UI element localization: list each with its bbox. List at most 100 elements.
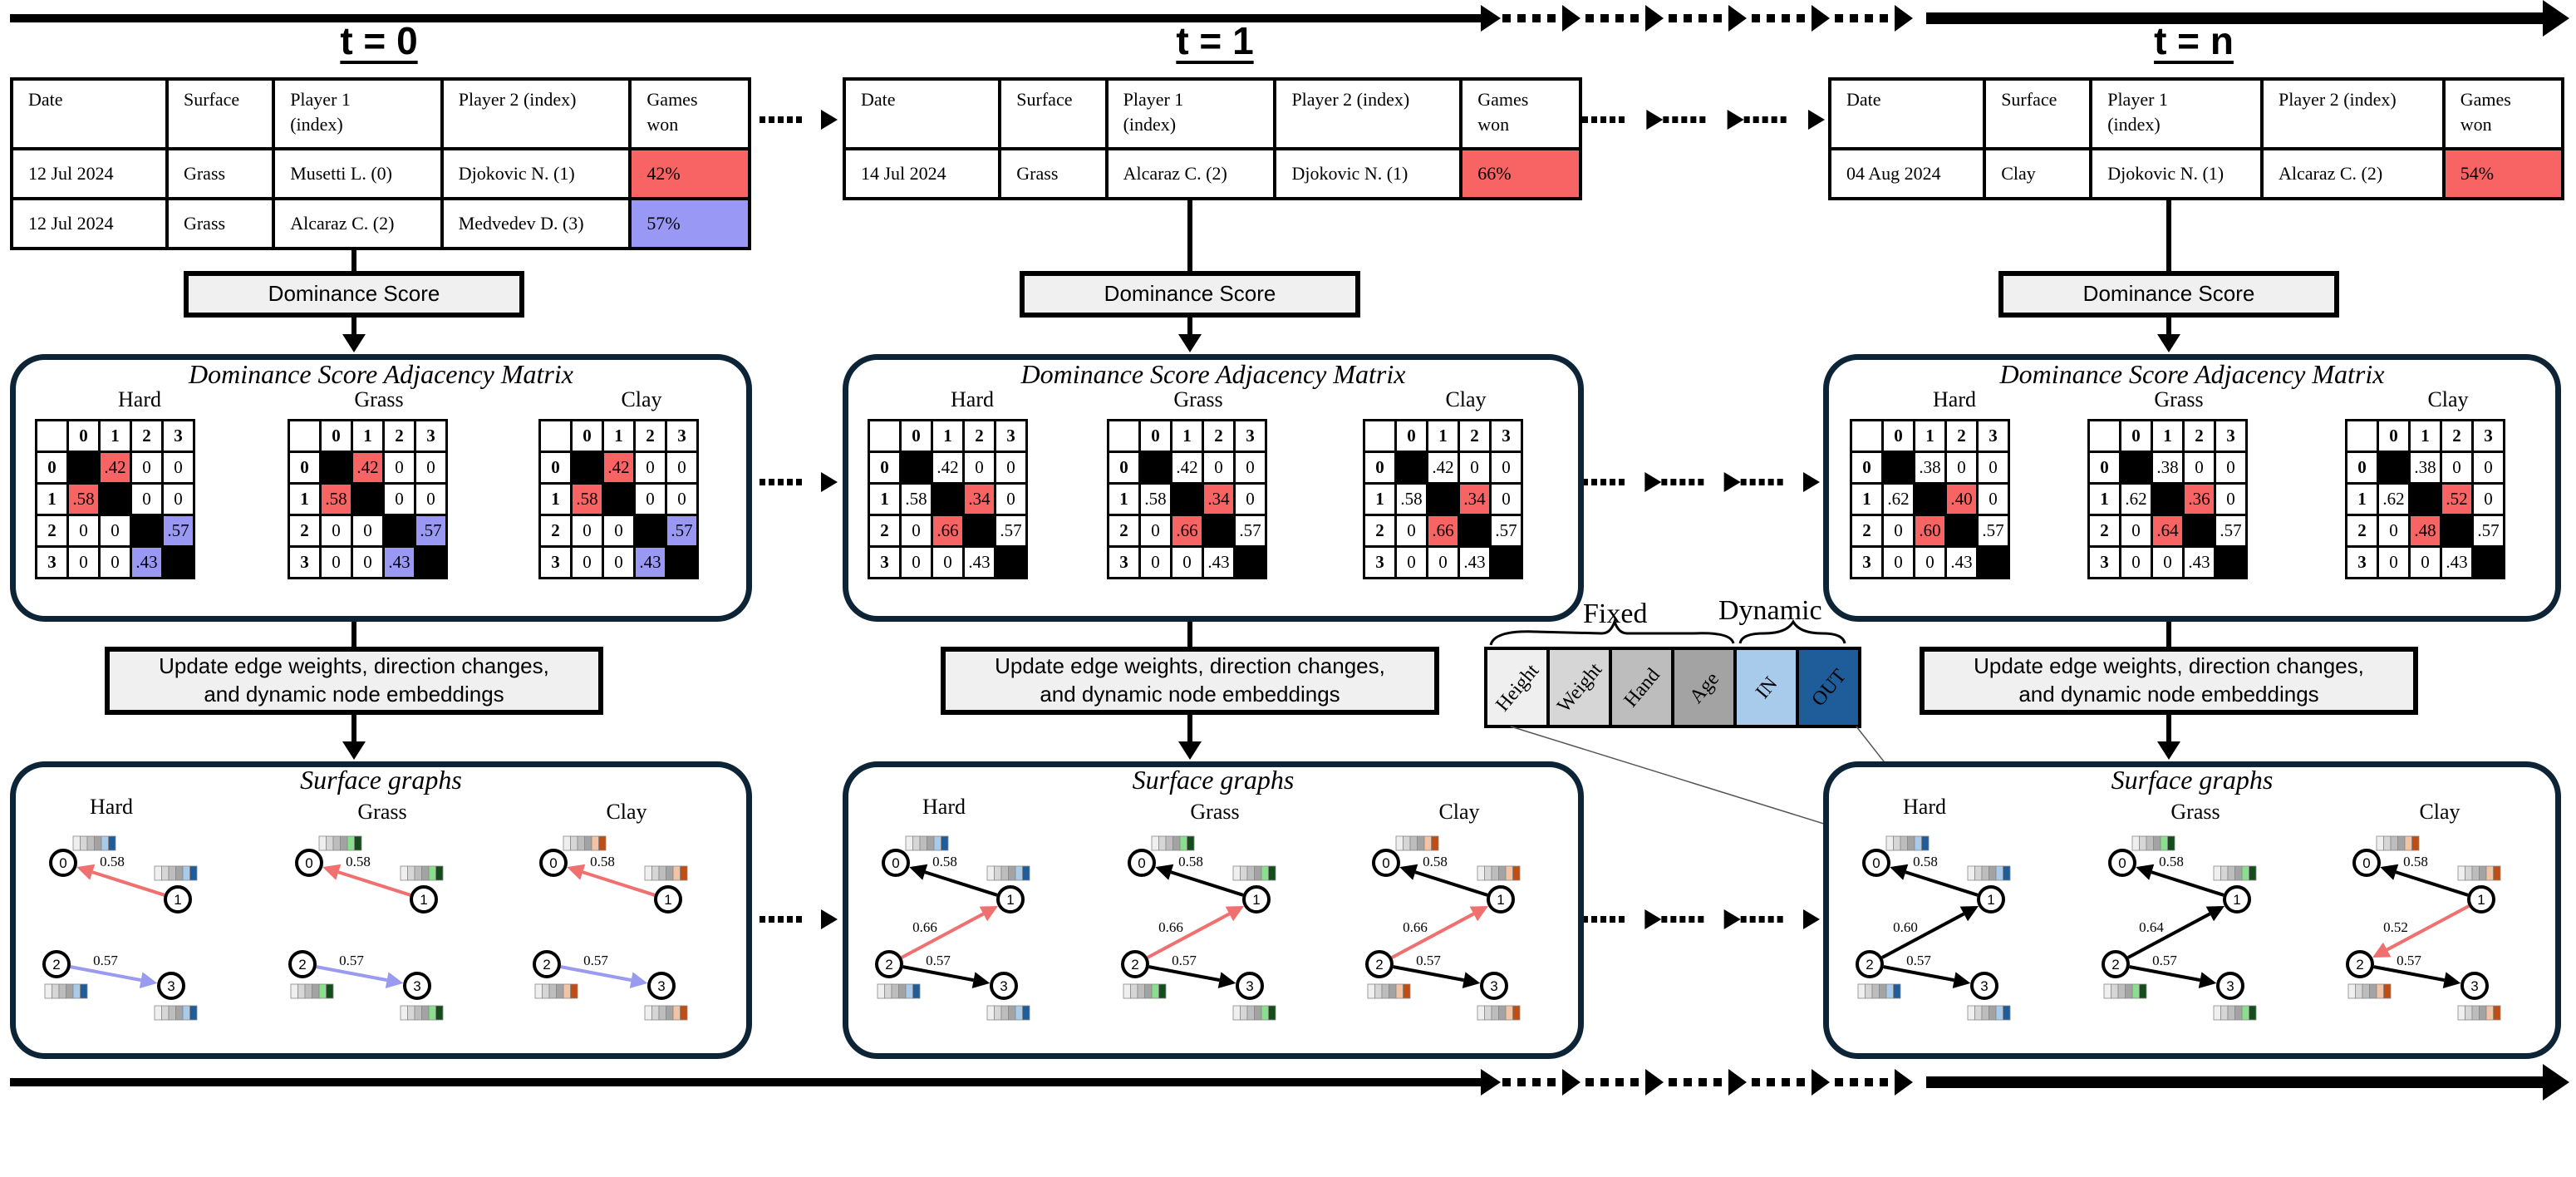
matrix-cell: .52: [2440, 482, 2474, 516]
matrix-cell: 0: [1233, 482, 1267, 516]
connector-dotted-dot: [1610, 116, 1615, 123]
matrix-cell: 0: [1394, 514, 1428, 548]
timeline-top-dot: [1698, 14, 1707, 22]
connector-line: [1187, 318, 1192, 336]
table-cell: Djokovic N. (1): [440, 147, 632, 200]
update-label-line2: and dynamic node embeddings: [2018, 682, 2319, 707]
timeline-top-dot: [1850, 14, 1858, 22]
column-header: Player 1(index): [2089, 77, 2264, 150]
timeline-bottom-dot: [1865, 1078, 1873, 1086]
matrix-diagonal-cell: [994, 545, 1028, 579]
update-label: Update edge weights, direction changes,a…: [995, 653, 1385, 709]
matrix-corner: [288, 419, 322, 453]
matrix-cell: 0: [2377, 545, 2411, 579]
matrix-cell: .42: [1170, 451, 1204, 485]
matrix-cell: .34: [1202, 482, 1236, 516]
matrix-cell: .62: [1881, 482, 1915, 516]
column-header: Player 1(index): [272, 77, 444, 150]
games-won-cell: 66%: [1459, 147, 1582, 200]
column-header: Surface: [1983, 77, 2093, 150]
matrix-cell: 0: [962, 451, 996, 485]
timeline-top-dot: [1669, 14, 1677, 22]
matrix-cell: 0: [130, 482, 164, 516]
connector-dotted-dot: [1743, 116, 1750, 123]
matrix-cell: .58: [1394, 482, 1428, 516]
table-cell: 14 Jul 2024: [842, 147, 1002, 200]
matrix-cell: 0: [570, 545, 604, 579]
connector-dotted-dot: [1698, 479, 1704, 485]
matrix-cell: 0: [633, 482, 667, 516]
matrix-surface-label: Hard: [951, 387, 994, 411]
connector-dotted-dot: [1600, 916, 1606, 923]
matrix-cell: .62: [2119, 482, 2153, 516]
matrix-col-header: 3: [414, 419, 448, 453]
connector-dotted-dot: [769, 479, 774, 485]
timeline-bottom-solid-left: [10, 1078, 1481, 1086]
column-header: Surface: [165, 77, 276, 150]
matrix-cell: .62: [2377, 482, 2411, 516]
graph-surface-label: Grass: [1190, 800, 1240, 824]
matrix-cell: 0: [1202, 451, 1236, 485]
matrix-col-header: 1: [1170, 419, 1204, 453]
timeline-bottom-dot: [1600, 1078, 1609, 1086]
connector-line: [351, 318, 356, 336]
matrix-col-header: 0: [1138, 419, 1172, 453]
table-cell: Medvedev D. (3): [440, 197, 632, 250]
timeline-top-arrowhead: [1728, 5, 1747, 32]
matrix-cell: 0: [1944, 451, 1979, 485]
dynamic-label: Dynamic: [1718, 595, 1822, 626]
timeline-top-dot: [1502, 14, 1511, 22]
matrix-row-header: 0: [538, 451, 573, 485]
connector-dotted-dot: [1600, 479, 1606, 485]
connector-dotted-dot: [1619, 116, 1625, 123]
connector-dotted-dot: [1582, 916, 1588, 923]
matrix-diagonal-cell: [665, 545, 699, 579]
update-process-box: Update edge weights, direction changes,a…: [105, 647, 603, 715]
matrix-row-header: 3: [288, 545, 322, 579]
connector-dotted-dot: [1699, 116, 1706, 123]
timeline-bottom-dot: [1684, 1078, 1692, 1086]
timeline-top-arrowhead: [1645, 5, 1664, 32]
matrix-diagonal-cell: [1202, 514, 1236, 548]
table-cell: 04 Aug 2024: [1827, 147, 1987, 200]
connector-dotted-dot: [760, 116, 765, 123]
matrix-cell: 0: [66, 545, 101, 579]
timeline-top-dot: [1782, 14, 1790, 22]
connector-dotted-dot: [1619, 916, 1625, 923]
column-header: Player 2 (index): [440, 77, 632, 150]
matrix-row-header: 0: [868, 451, 902, 485]
table-cell: Musetti L. (0): [272, 147, 444, 200]
connector-dotted-dot: [1661, 916, 1668, 923]
graph-surface-label: Grass: [357, 800, 407, 824]
matrix-row-header: 3: [35, 545, 69, 579]
connector-dotted-arrowhead: [1723, 472, 1741, 492]
matrix-cell: 0: [1976, 451, 2010, 485]
table-cell: Grass: [165, 147, 276, 200]
matrix-panel-title: Dominance Score Adjacency Matrix: [1999, 359, 2385, 389]
arrow-down-icon: [1178, 334, 1202, 352]
matrix-corner: [868, 419, 902, 453]
connector-dotted-dot: [787, 916, 793, 923]
matrix-col-header: 3: [1233, 419, 1267, 453]
matrix-diagonal-cell: [1458, 514, 1492, 548]
matrix-row-header: 1: [868, 482, 902, 516]
update-label-line1: Update edge weights, direction changes,: [995, 653, 1385, 679]
timeline-bottom-arrowhead: [1812, 1069, 1830, 1096]
timeline-bottom-dot: [1532, 1078, 1541, 1086]
matrix-cell: .58: [319, 482, 353, 516]
column-header: Date: [10, 77, 169, 150]
matrix-row-header: 2: [1107, 514, 1141, 548]
matrix-cell: .43: [382, 545, 416, 579]
